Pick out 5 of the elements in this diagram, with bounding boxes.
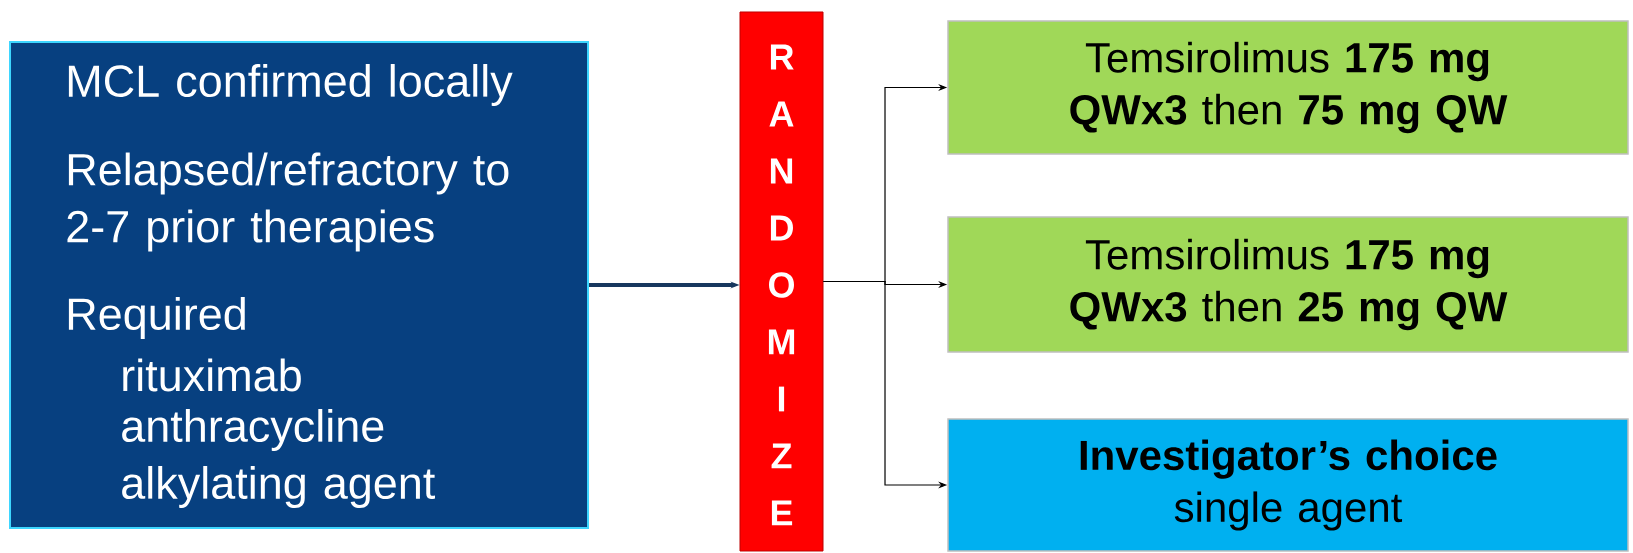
treatment-box: Investigator’s choice single agent: [947, 418, 1629, 552]
randomize-bar: R A N D O M I Z E: [739, 11, 824, 552]
treatment-box: Temsirolimus 175 mg QWx3 then 75 mg QW: [947, 20, 1629, 155]
criteria-box: MCL confirmed locally Relapsed/refractory to 2-7 prior therapies Required rituximab anthracycline alkylating agent: [9, 41, 589, 529]
treatment-box: Temsirolimus 175 mg QWx3 then 25 mg QW: [947, 216, 1629, 353]
